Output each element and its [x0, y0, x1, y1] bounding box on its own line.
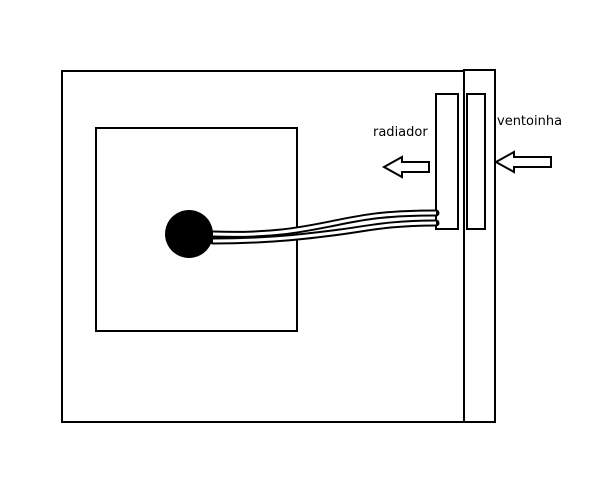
arrow-left-icon: [381, 155, 430, 179]
fan: [466, 93, 486, 230]
fan-label: ventoinha: [497, 114, 562, 129]
computer-case: [61, 70, 465, 423]
case-side-panel: [463, 69, 496, 423]
radiator: [435, 93, 459, 230]
coolant-tubes: [209, 209, 440, 245]
cpu-block: [165, 210, 213, 258]
radiator-label: radiador: [373, 125, 428, 140]
arrow-left-icon: [493, 150, 552, 174]
